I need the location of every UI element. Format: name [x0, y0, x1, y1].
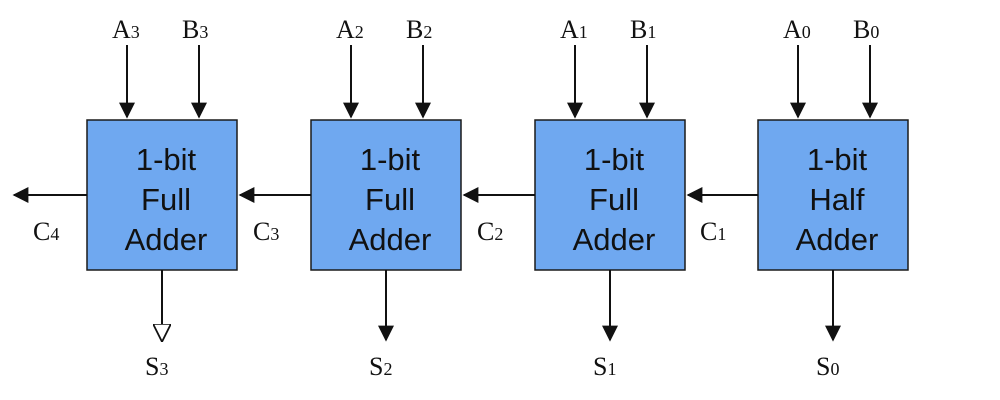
adder-label-line: Adder [573, 222, 656, 257]
input-a-label: A3 [112, 15, 140, 44]
input-b-label: B3 [182, 15, 208, 44]
input-a-label: A2 [336, 15, 364, 44]
adder-label-line: 1-bit [807, 142, 868, 177]
adder-label-line: Adder [349, 222, 432, 257]
adder-block-full-1 [534, 119, 686, 271]
input-a-label: A1 [560, 15, 588, 44]
adder-label-line: Half [809, 182, 865, 217]
input-b-label: B1 [630, 15, 656, 44]
carry-label: C2 [477, 217, 503, 246]
adder-label-line: 1-bit [136, 142, 197, 177]
adder-label-line: Full [365, 182, 415, 217]
input-b-label: B0 [853, 15, 879, 44]
input-a-label: A0 [783, 15, 811, 44]
carry-label: C1 [700, 217, 726, 246]
carry-label: C3 [253, 217, 279, 246]
sum-label: S3 [145, 352, 168, 381]
adder-label-line: Adder [125, 222, 208, 257]
sum-label: S0 [816, 352, 839, 381]
sum-label: S2 [369, 352, 392, 381]
adder-label-line: Full [141, 182, 191, 217]
carry-label: C4 [33, 217, 59, 246]
adder-label-line: 1-bit [360, 142, 421, 177]
adder-label-line: Full [589, 182, 639, 217]
adder-label-line: 1-bit [584, 142, 645, 177]
adder-block-half-0 [757, 119, 909, 271]
input-b-label: B2 [406, 15, 432, 44]
sum-label: S1 [593, 352, 616, 381]
adder-block-full-3 [86, 119, 238, 271]
adder-label-line: Adder [796, 222, 879, 257]
